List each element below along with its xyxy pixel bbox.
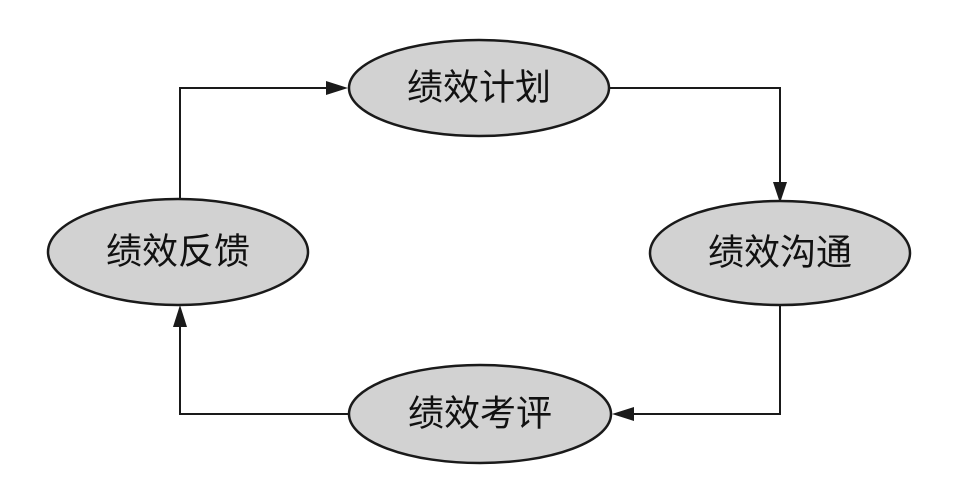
node-evaluate-label: 绩效考评 [408, 394, 552, 435]
arrowhead-evaluate [612, 407, 634, 421]
node-plan: 绩效计划 [347, 38, 611, 138]
arrowhead-feedback [173, 305, 187, 327]
edge-feedback-to-plan [179, 87, 328, 200]
diagram-edges [173, 81, 787, 421]
edge-plan-to-communicate [609, 87, 781, 185]
node-communicate-shape [648, 199, 912, 307]
node-feedback-label: 绩效反馈 [106, 232, 250, 273]
edge-communicate-to-evaluate [632, 306, 781, 415]
node-feedback: 绩效反馈 [46, 197, 310, 307]
node-plan-shape [347, 38, 611, 138]
node-feedback-shape [46, 197, 310, 307]
node-evaluate: 绩效考评 [347, 363, 613, 465]
node-plan-label: 绩效计划 [407, 68, 551, 109]
node-communicate-label: 绩效沟通 [708, 233, 852, 274]
arrowhead-communicate [773, 182, 787, 203]
arrowhead-plan [326, 81, 348, 95]
edge-evaluate-to-feedback [179, 325, 348, 415]
node-communicate: 绩效沟通 [648, 199, 912, 307]
node-evaluate-shape [347, 363, 613, 465]
